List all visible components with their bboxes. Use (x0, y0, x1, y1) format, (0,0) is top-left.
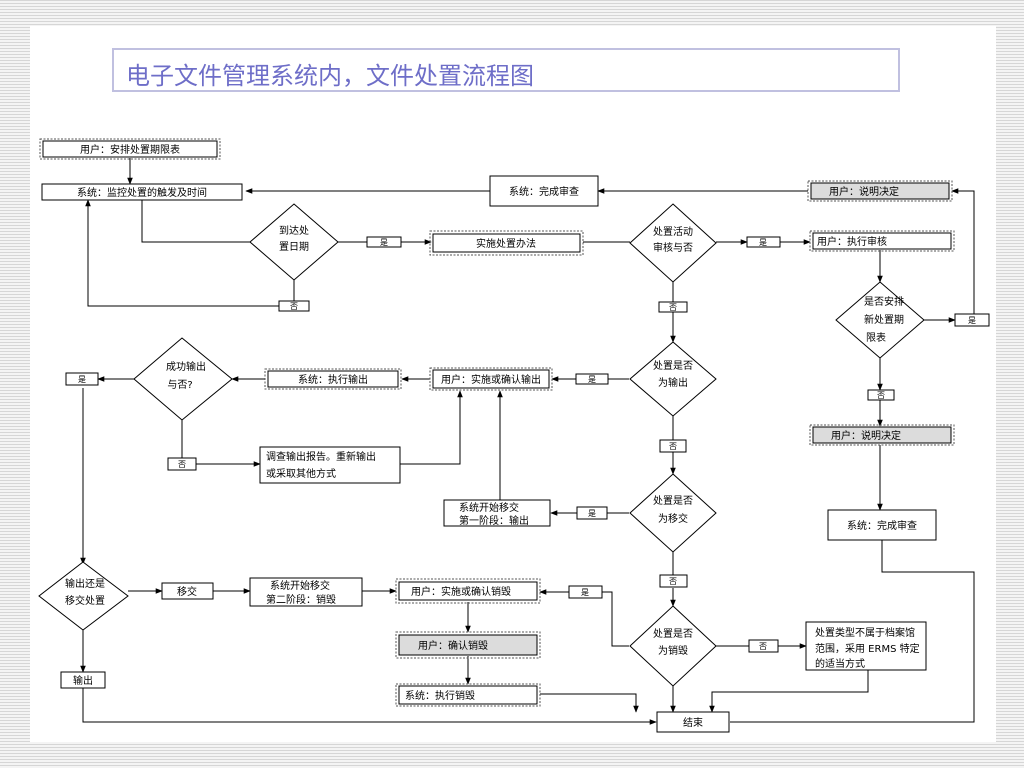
decision-success-output-line1: 成功输出 (166, 360, 206, 373)
node-exec-destroy-label: 系统：执行销毁 (405, 689, 475, 702)
decision-output-or-transfer-line2: 移交处置 (65, 594, 105, 607)
decision-reach-date-line1: 到达处 (279, 225, 309, 237)
node-report: 调查输出报告。重新输出 或采取其他方式 (259, 446, 401, 484)
decision-activity-review-line1: 处置活动 (653, 226, 693, 238)
decision-is-output-line2: 为输出 (658, 376, 688, 389)
node-review-top: 系统：完成审查 (489, 175, 599, 207)
node-output-end: 输出 (60, 671, 106, 689)
decision-is-destroy: 处置是否 为销毁 (629, 605, 717, 687)
label-yes-activity: 是 (759, 238, 767, 247)
node-monitor-label: 系统：监控处置的触发及时间 (77, 186, 207, 199)
node-report-line2: 或采取其他方式 (266, 467, 336, 480)
decision-new-schedule-line1: 是否安排 (864, 295, 904, 308)
node-review-right: 系统：完成审查 (827, 509, 937, 541)
connectors (80, 158, 975, 725)
label-no-transfer: 否 (669, 577, 677, 586)
node-end-label: 结束 (683, 716, 703, 729)
node-end: 结束 (656, 711, 730, 733)
decision-is-destroy-line2: 为销毁 (658, 644, 688, 657)
node-not-archive-line3: 的适当方式 (815, 657, 865, 670)
node-exec-output: 系统：执行输出 (264, 368, 402, 390)
decision-is-output-line1: 处置是否 (653, 360, 693, 372)
node-exec-review: 用户：执行审核 (809, 230, 955, 252)
node-confirm-output-label: 用户：实施或确认输出 (441, 373, 541, 386)
decision-activity-review: 处置活动 审核与否 (629, 203, 717, 283)
decision-new-schedule-line2: 新处置期 (864, 313, 904, 326)
node-explain-right-label: 用户：说明决定 (831, 429, 901, 442)
node-exec-destroy: 系统：执行销毁 (395, 683, 541, 707)
label-yes-output: 是 (588, 375, 596, 384)
node-implement-method: 实施处置办法 (429, 230, 584, 256)
label-no-reach: 否 (290, 302, 298, 311)
page-title: 电子文件管理系统内，文件处置流程图 (126, 62, 534, 90)
decision-success-output-line2: 与否? (167, 379, 192, 391)
node-confirm-destroy: 用户：实施或确认销毁 (395, 578, 541, 604)
node-user-confirm-destroy-label: 用户：确认销毁 (418, 639, 488, 652)
label-no-new-schedule: 否 (877, 391, 885, 400)
decision-is-transfer-line2: 为移交 (658, 512, 688, 525)
node-explain-right: 用户：说明决定 (809, 424, 955, 446)
decision-activity-review-line2: 审核与否 (653, 241, 693, 254)
title-box: 电子文件管理系统内，文件处置流程图 (112, 48, 900, 92)
label-yes-destroy: 是 (581, 588, 589, 597)
decision-is-output: 处置是否 为输出 (629, 341, 717, 417)
node-user-confirm-destroy: 用户：确认销毁 (395, 631, 541, 659)
node-schedule: 用户：安排处置期限表 (39, 138, 221, 160)
node-confirm-output: 用户：实施或确认输出 (429, 367, 553, 391)
node-transfer-stage1-line2: 第一阶段：输出 (459, 514, 529, 527)
decision-is-transfer-line1: 处置是否 (653, 495, 693, 507)
label-yes-transfer: 是 (588, 509, 596, 518)
decision-reach-date-line2: 置日期 (279, 241, 309, 253)
node-review-right-label: 系统：完成审查 (847, 519, 917, 532)
label-yes-success: 是 (78, 375, 86, 384)
node-not-archive-line2: 范围，采用 ERMS 特定 (815, 642, 920, 655)
edge-labels: 是 否 是 否 是 否 是 是 否 否 是 否 是 否 (65, 236, 990, 653)
label-no-success: 否 (178, 460, 186, 469)
node-explain-top-label: 用户：说明决定 (829, 185, 899, 198)
decision-new-schedule: 是否安排 新处置期 限表 (835, 281, 925, 359)
node-monitor: 系统：监控处置的触发及时间 (41, 183, 243, 201)
label-no-destroy: 否 (759, 642, 767, 651)
node-transfer-stage2-line1: 系统开始移交 (270, 579, 330, 592)
decision-is-destroy-line1: 处置是否 (653, 628, 693, 640)
node-report-line1: 调查输出报告。重新输出 (266, 450, 376, 463)
node-transfer-label: 移交 (177, 585, 197, 598)
decision-reach-date: 到达处 置日期 (249, 203, 339, 281)
node-not-archive-line1: 处置类型不属于档案馆 (815, 626, 915, 639)
decision-success-output: 成功输出 与否? (133, 337, 233, 421)
label-yes-reach: 是 (380, 238, 388, 247)
node-review-top-label: 系统：完成审查 (509, 185, 579, 198)
node-transfer-stage1: 系统开始移交 第一阶段：输出 (443, 499, 551, 527)
node-confirm-destroy-label: 用户：实施或确认销毁 (411, 585, 511, 598)
node-output-end-label: 输出 (73, 674, 93, 687)
node-exec-review-label: 用户：执行审核 (817, 235, 887, 248)
node-transfer-stage2-line2: 第二阶段：销毁 (266, 593, 336, 606)
node-transfer: 移交 (161, 582, 214, 600)
node-transfer-stage1-line1: 系统开始移交 (459, 501, 519, 514)
node-not-archive: 处置类型不属于档案馆 范围，采用 ERMS 特定 的适当方式 (805, 621, 927, 671)
label-no-activity: 否 (669, 303, 677, 312)
node-exec-output-label: 系统：执行输出 (298, 373, 368, 386)
decision-new-schedule-line3: 限表 (866, 331, 886, 344)
label-no-output: 否 (669, 442, 677, 451)
node-schedule-label: 用户：安排处置期限表 (80, 143, 180, 156)
decision-output-or-transfer: 输出还是 移交处置 (38, 561, 129, 631)
node-transfer-stage2: 系统开始移交 第二阶段：销毁 (249, 577, 363, 607)
decision-output-or-transfer-line1: 输出还是 (65, 577, 105, 590)
node-implement-method-label: 实施处置办法 (476, 237, 536, 250)
decision-is-transfer: 处置是否 为移交 (629, 473, 717, 553)
label-yes-new-schedule: 是 (968, 316, 976, 325)
node-explain-top: 用户：说明决定 (807, 180, 953, 202)
